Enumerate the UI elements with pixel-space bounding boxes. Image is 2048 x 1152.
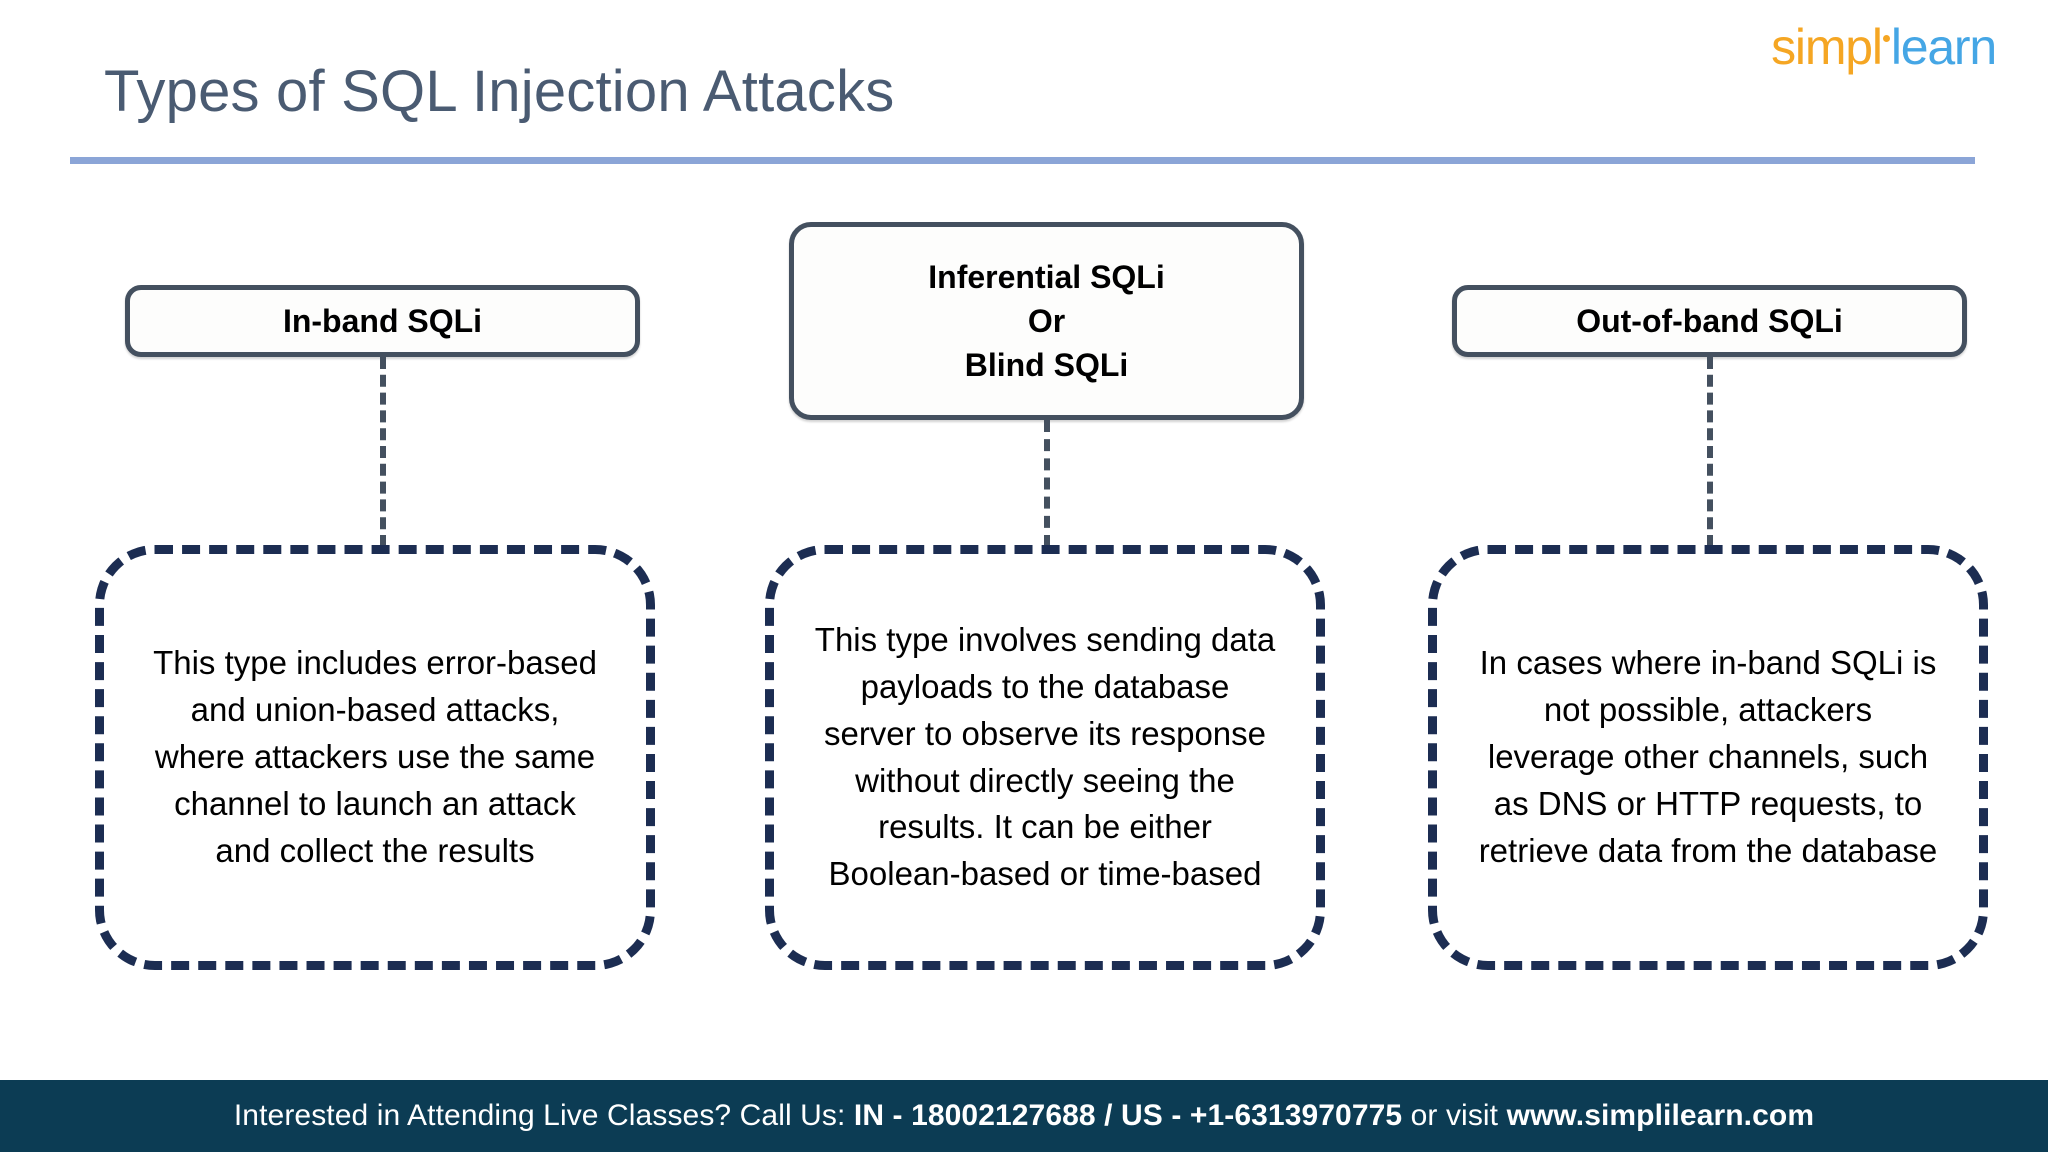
column-inferential: Inferential SQLi Or Blind SQLi This type… [765,0,1325,1080]
description-text-inferential: This type involves sending data payloads… [814,620,1276,893]
header-label-line-3: Blind SQLi [964,347,1129,384]
logo-text-simpl: simpl [1771,19,1883,75]
column-in-band: In-band SQLi This type includes error-ba… [95,0,655,1080]
header-label-line-1: In-band SQLi [282,302,483,339]
header-box-in-band[interactable]: In-band SQLi [125,285,640,357]
description-box-inferential: This type involves sending data payloads… [765,545,1325,970]
description-box-in-band: This type includes error-based and union… [95,545,655,970]
connector-line-in-band [380,357,386,547]
description-box-out-of-band: In cases where in-band SQLi is not possi… [1428,545,1988,970]
footer-text: Interested in Attending Live Classes? Ca… [234,1099,1814,1133]
connector-line-inferential [1044,420,1050,547]
footer-lead: Interested in Attending Live Classes? Ca… [233,1099,854,1132]
header-label-line-2: Or [1027,302,1066,339]
description-text-in-band: This type includes error-based and union… [153,644,597,869]
footer-separator: / [1095,1099,1122,1132]
footer-phone-in: IN - 18002127688 [853,1099,1096,1132]
footer-banner: Interested in Attending Live Classes? Ca… [0,1080,2048,1152]
header-label-line-1: Inferential SQLi [928,258,1165,295]
title-divider [70,157,1975,164]
logo-dot-icon [1882,35,1890,42]
header-box-out-of-band[interactable]: Out-of-band SQLi [1452,285,1967,357]
footer-phone-us: US - +1-6313970775 [1121,1099,1403,1132]
column-out-of-band: Out-of-band SQLi In cases where in-band … [1428,0,1988,1080]
footer-middle: or visit [1402,1099,1507,1132]
description-text-out-of-band: In cases where in-band SQLi is not possi… [1478,644,1938,869]
page-title: Types of SQL Injection Attacks [104,59,895,124]
header-box-inferential[interactable]: Inferential SQLi Or Blind SQLi [789,222,1304,420]
header-label-line-1: Out-of-band SQLi [1576,302,1843,339]
logo-text-learn: learn [1890,19,1997,75]
connector-line-out-of-band [1707,357,1713,547]
footer-website-link[interactable]: www.simplilearn.com [1506,1099,1815,1132]
